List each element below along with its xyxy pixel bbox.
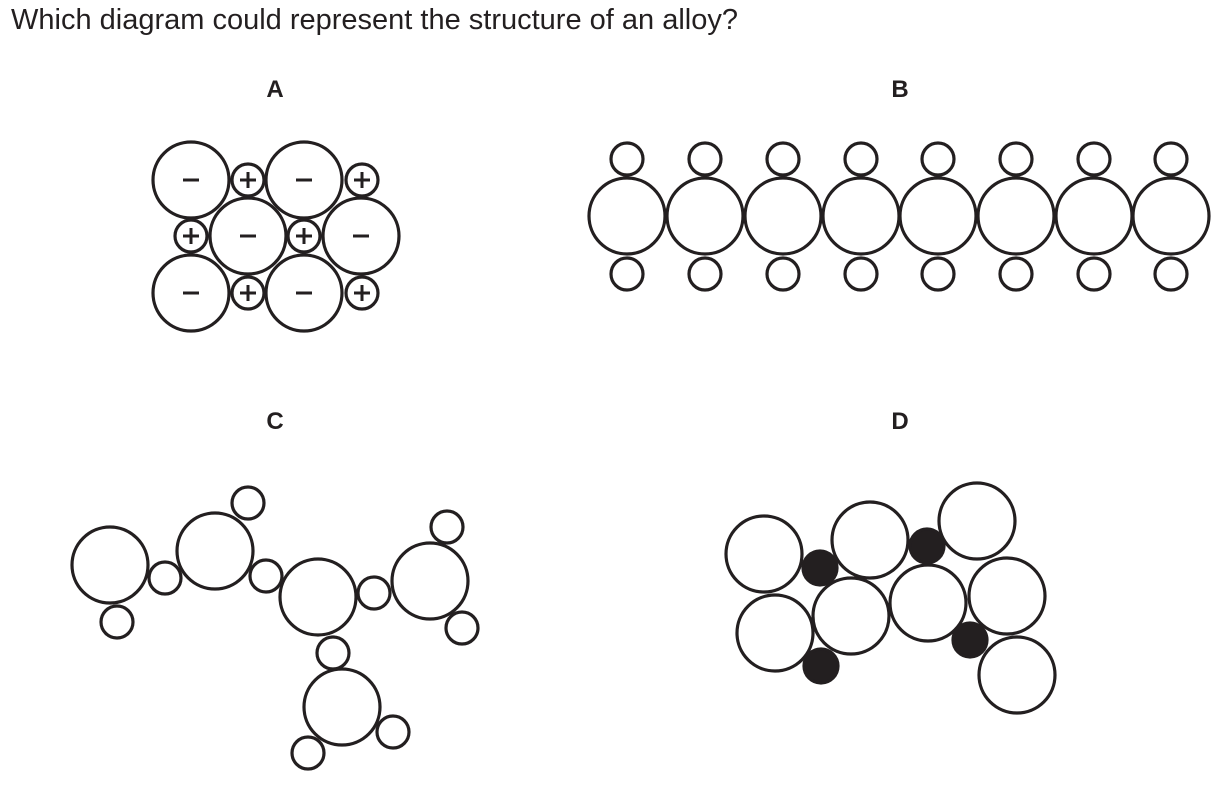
metal-atom <box>735 593 815 673</box>
chain-atom-large <box>898 176 978 256</box>
molecule-atom-small <box>248 558 284 594</box>
chain-atom-small <box>609 256 645 292</box>
chain-atom-small <box>843 141 879 177</box>
option-label-c: C <box>266 408 284 435</box>
metal-atom <box>967 556 1047 636</box>
chain-atom-small <box>687 141 723 177</box>
metal-atom <box>830 500 910 580</box>
chain-atom-small <box>998 256 1034 292</box>
chain-atom-small <box>1153 141 1189 177</box>
chain-atom-small <box>765 141 801 177</box>
question-text: Which diagram could represent the struct… <box>11 4 738 36</box>
metal-atom <box>937 481 1017 561</box>
molecule-atom-small <box>315 635 351 671</box>
alloying-atom <box>802 647 840 685</box>
alloying-atom <box>951 621 989 659</box>
alloying-atom <box>801 549 839 587</box>
metal-atom <box>888 563 968 643</box>
molecule-atom-large <box>175 511 255 591</box>
molecule-atom-large <box>278 557 358 637</box>
chain-atom-small <box>920 256 956 292</box>
metal-atom <box>724 514 804 594</box>
chain-atom-large <box>587 176 667 256</box>
metal-atom <box>811 576 891 656</box>
chain-atom-large <box>1131 176 1211 256</box>
chain-atom-large <box>743 176 823 256</box>
chain-atom-small <box>1153 256 1189 292</box>
chain-atom-large <box>1054 176 1134 256</box>
diagram-d-alloy-lattice <box>724 481 1057 715</box>
chain-atom-small <box>1076 256 1112 292</box>
chain-atom-small <box>609 141 645 177</box>
chain-atom-small <box>920 141 956 177</box>
molecule-atom-large <box>70 525 150 605</box>
diagram-a-ionic-lattice <box>151 140 401 333</box>
molecule-atom-small <box>147 560 183 596</box>
diagram-b-polymer-chain <box>587 141 1211 292</box>
option-label-d: D <box>891 408 909 435</box>
molecule-atom-large <box>390 541 470 621</box>
chain-atom-large <box>976 176 1056 256</box>
chain-atom-small <box>687 256 723 292</box>
molecule-atom-large <box>302 667 382 747</box>
molecule-atom-small <box>230 485 266 521</box>
molecule-atom-small <box>429 509 465 545</box>
chain-atom-small <box>998 141 1034 177</box>
chain-atom-small <box>765 256 801 292</box>
option-label-b: B <box>891 76 909 103</box>
chain-atom-small <box>843 256 879 292</box>
chain-atom-large <box>665 176 745 256</box>
molecule-atom-small <box>290 735 326 771</box>
metal-atom <box>977 635 1057 715</box>
diagram-c-molecules <box>70 485 480 771</box>
molecule-atom-small <box>99 604 135 640</box>
molecule-atom-small <box>444 610 480 646</box>
chain-atom-small <box>1076 141 1112 177</box>
alloying-atom <box>908 527 946 565</box>
molecule-atom-small <box>375 714 411 750</box>
molecule-atom-small <box>356 575 392 611</box>
option-label-a: A <box>266 76 284 103</box>
chain-atom-large <box>821 176 901 256</box>
